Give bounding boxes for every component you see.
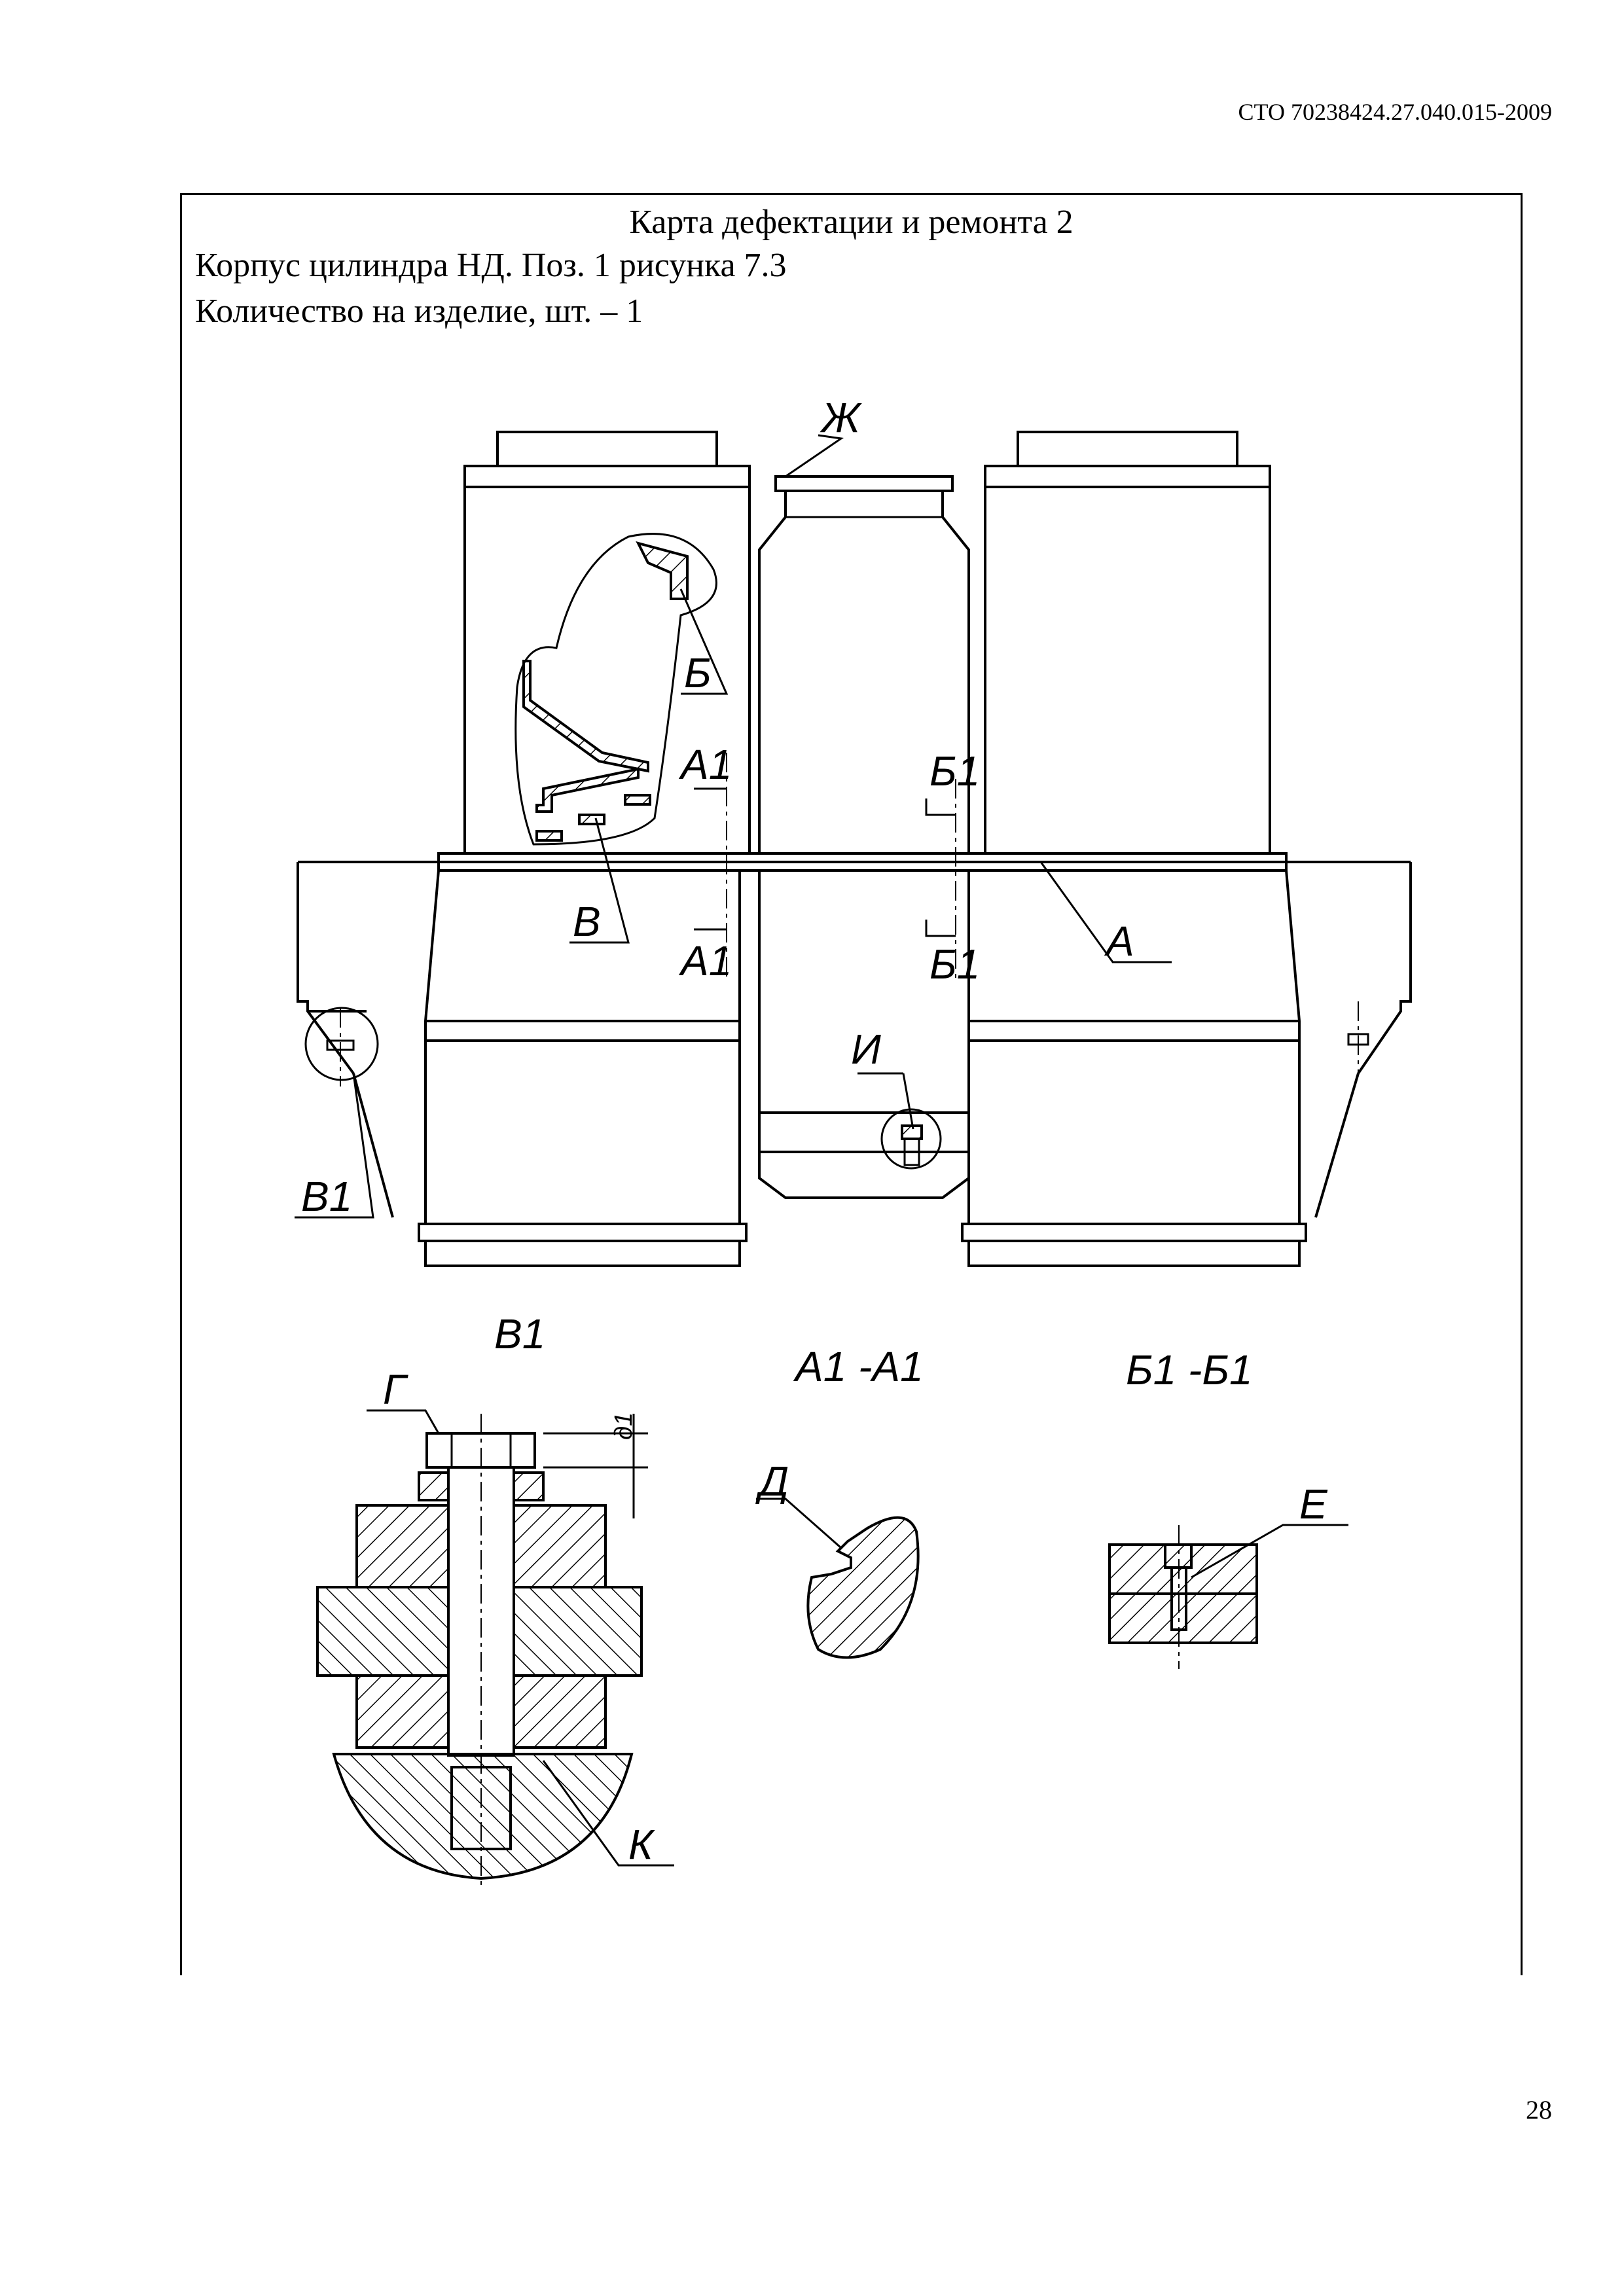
label-section-a1: А1 -А1: [793, 1343, 924, 1390]
central-neck: [758, 491, 970, 853]
leader-d: [756, 1498, 842, 1549]
detail-circle-i: [880, 1108, 942, 1170]
card-part-name: Корпус цилиндра НД. Поз. 1 рисунка 7.3: [195, 247, 787, 284]
label-zh: Ж: [820, 394, 862, 441]
detail-view-v1: [316, 1409, 674, 1885]
label-b1-top: Б1: [929, 747, 980, 795]
card-quantity: Количество на изделие, шт. – 1: [195, 293, 643, 330]
leader-e: [1191, 1524, 1348, 1579]
defect-card-frame: Карта дефектации и ремонта 2 Корпус цили…: [180, 193, 1523, 1975]
section-a1-a1: [756, 1498, 920, 1659]
leader-g: [367, 1409, 440, 1434]
leader-v: [569, 817, 630, 944]
label-v: В: [573, 898, 601, 945]
label-d: Д: [755, 1458, 789, 1505]
central-top-flange: [774, 475, 954, 492]
label-section-b1: Б1 -Б1: [1126, 1346, 1253, 1393]
right-top-rim: [984, 465, 1271, 488]
page-number: 28: [1526, 2095, 1552, 2125]
leader-k: [542, 1760, 674, 1867]
detail-circle-v1: [304, 1007, 379, 1081]
label-a: А: [1104, 918, 1134, 965]
left-top-flange: [496, 431, 718, 467]
leader-a: [1039, 861, 1172, 963]
label-a1-bottom: А1: [678, 937, 732, 984]
left-top-rim: [463, 465, 751, 488]
label-b1-bottom: Б1: [929, 941, 980, 988]
upper-flange-right: [513, 1504, 607, 1588]
label-b: Б: [684, 649, 712, 696]
upper-flange-left: [355, 1504, 450, 1588]
card-title: Карта дефектации и ремонта 2: [629, 204, 1074, 241]
right-lower-body: [967, 862, 1412, 1225]
label-g: Г: [383, 1366, 408, 1413]
central-lower: [758, 870, 970, 1199]
label-v1: В1: [301, 1173, 352, 1220]
label-k: К: [628, 1821, 655, 1868]
middle-plate-right: [513, 1586, 643, 1677]
label-view-v1: В1: [494, 1310, 545, 1357]
middle-plate-left: [316, 1586, 450, 1677]
leader-b: [679, 588, 729, 695]
leader-v1: [295, 1073, 374, 1219]
leader-zh: [785, 434, 844, 478]
right-top-flange: [1017, 431, 1238, 467]
label-a1-top: А1: [678, 741, 732, 788]
cylinder-casing-view: [295, 431, 1412, 1267]
section-b1-b1: [1108, 1524, 1348, 1669]
document-code: СТО 70238424.27.040.015-2009: [1238, 99, 1552, 125]
left-lower-body: [297, 862, 741, 1225]
label-i: И: [851, 1026, 881, 1073]
right-upper-body: [984, 486, 1271, 855]
label-e: Е: [1299, 1480, 1328, 1528]
leader-i: [857, 1072, 914, 1130]
label-d1: д1: [610, 1412, 638, 1440]
cutout-outline: [514, 533, 717, 846]
base-section: [332, 1753, 634, 1880]
groove-profile: [806, 1516, 920, 1659]
